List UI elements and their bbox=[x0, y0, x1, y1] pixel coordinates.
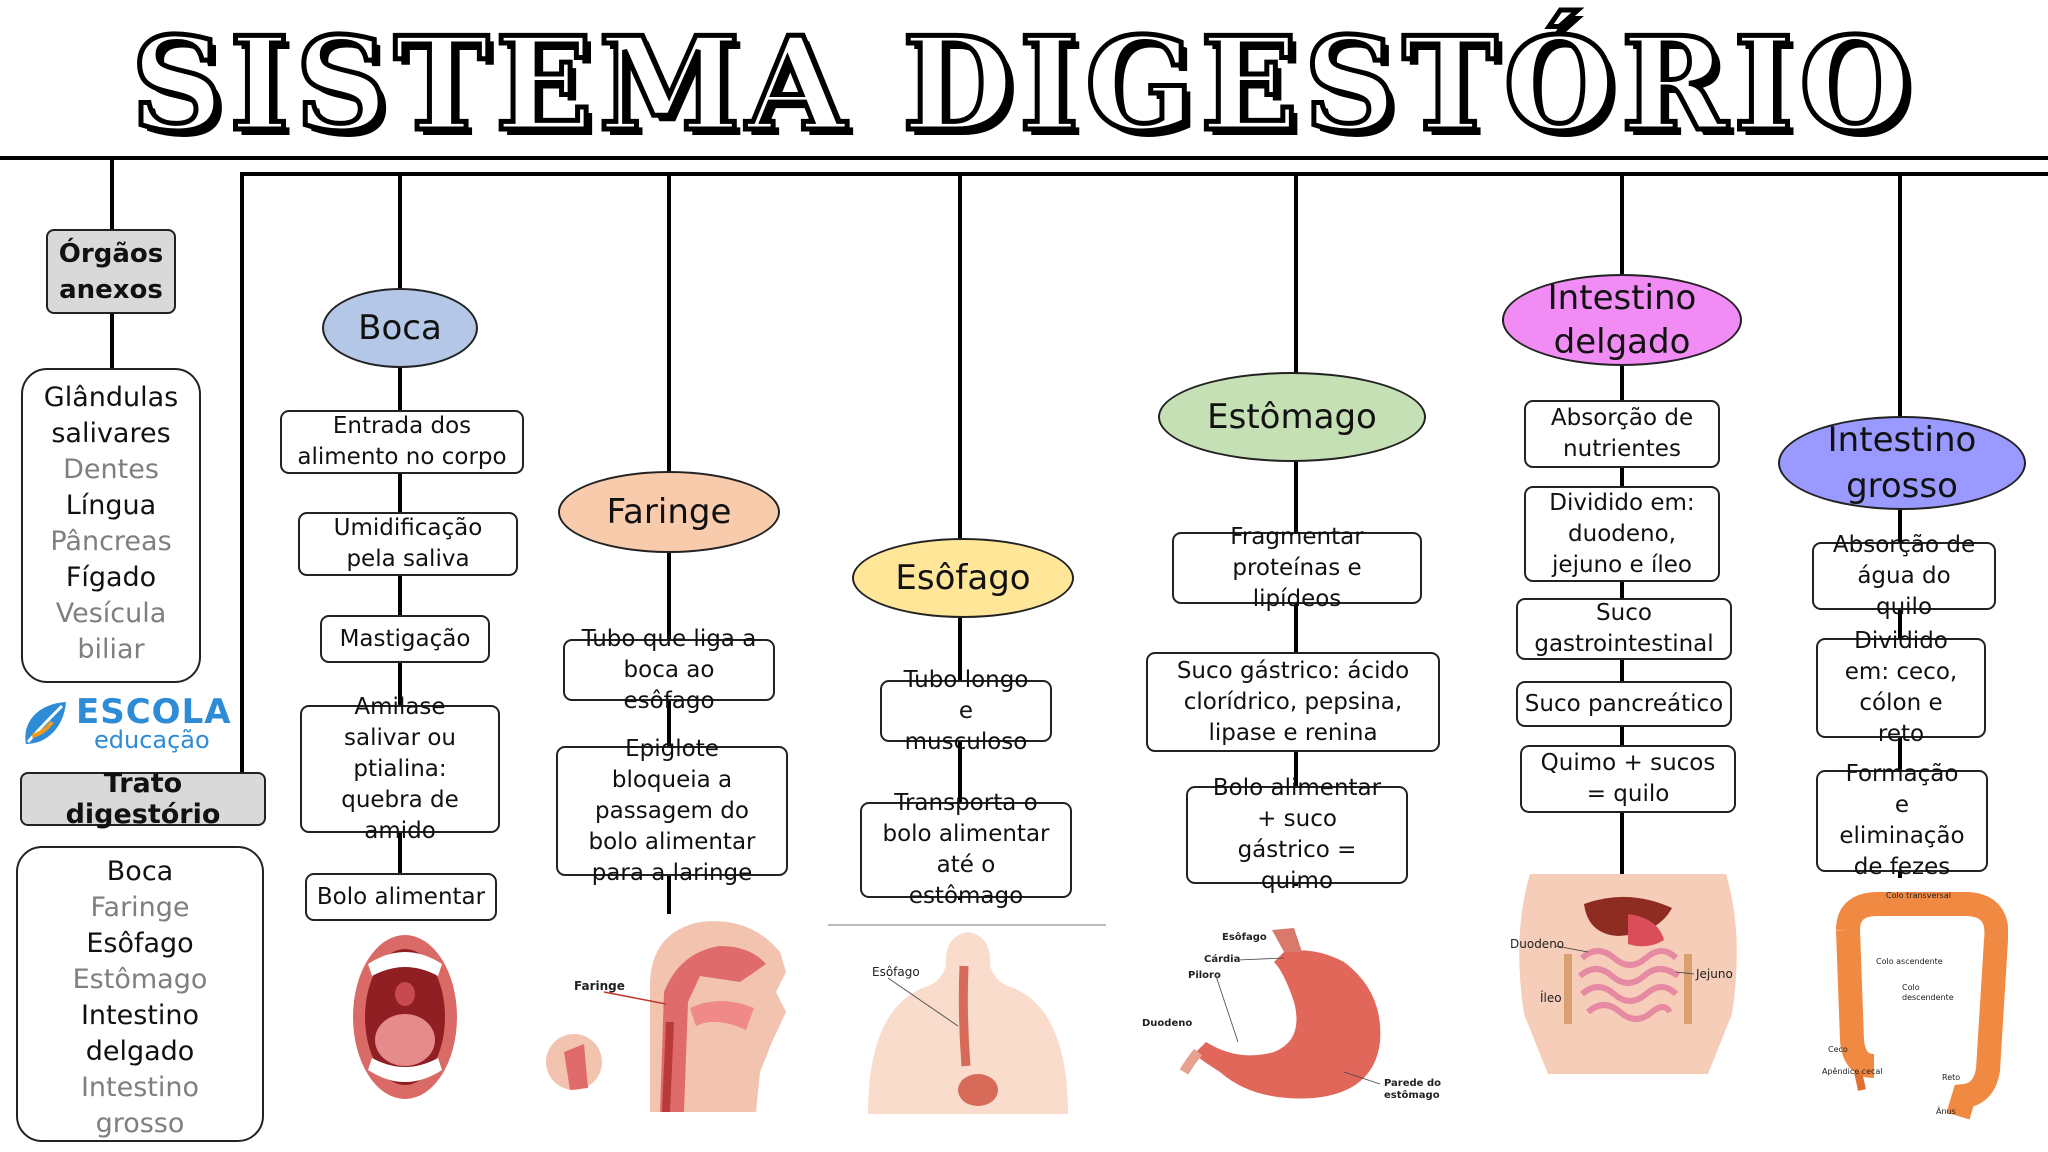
delgado-fact: Suco pancreático bbox=[1516, 681, 1732, 727]
annex-list: Glândulas salivares Dentes Língua Pâncre… bbox=[21, 368, 201, 683]
boca-fact: Mastigação bbox=[320, 615, 490, 663]
delgado-figure-label: Íleo bbox=[1540, 990, 1562, 1005]
grosso-figure-label: Colo transversal bbox=[1886, 891, 1951, 900]
estomago-fact: Fragmentar proteínas e lipídeos bbox=[1172, 524, 1422, 612]
grosso-figure-label: Apêndice cecal bbox=[1822, 1066, 1883, 1076]
estomago-node: Estômago bbox=[1158, 372, 1426, 462]
grosso-figure-label: descendente bbox=[1902, 993, 1954, 1002]
tract-item: Intestino bbox=[80, 1000, 200, 1031]
esophagus-illustration: Esôfago bbox=[828, 924, 1106, 1114]
faringe-node: Faringe bbox=[558, 471, 780, 553]
grosso-fact: Absorção de água do quilo bbox=[1812, 532, 1996, 620]
estomago-figure-label: Duodeno bbox=[1142, 1018, 1192, 1029]
tract-item: Esôfago bbox=[86, 928, 194, 959]
faringe-fact: Epiglote bloqueia a passagem do bolo ali… bbox=[556, 736, 788, 886]
annex-item: Fígado bbox=[65, 562, 157, 593]
faringe-figure-label: Faringe bbox=[574, 979, 625, 993]
boca-fact: Bolo alimentar bbox=[305, 873, 497, 921]
esofago-stem bbox=[958, 174, 962, 900]
estomago-figure-label: estômago bbox=[1384, 1089, 1440, 1101]
delgado-fact: Dividido em: duodeno, jejuno e íleo bbox=[1524, 486, 1720, 582]
stomach-illustration: Esôfago Cárdia Piloro Duodeno Parede do … bbox=[1142, 928, 1441, 1101]
tract-item: Estômago bbox=[72, 964, 208, 995]
delgado-fact: Absorção de nutrientes bbox=[1524, 400, 1720, 468]
estomago-fact: Suco gástrico: ácido clorídrico, pepsina… bbox=[1146, 652, 1440, 752]
annex-label: Órgãos anexos bbox=[46, 229, 176, 314]
estomago-figure-label: Piloro bbox=[1188, 970, 1221, 981]
delgado-figure-label: Jejuno bbox=[1695, 967, 1733, 981]
grosso-figure-label: Ceco bbox=[1828, 1045, 1848, 1054]
logo-name: ESCOLA bbox=[76, 692, 232, 732]
annex-item: Vesícula bbox=[55, 598, 167, 629]
boca-fact: Umidificação pela saliva bbox=[298, 512, 518, 576]
annex-item: salivares bbox=[51, 418, 171, 449]
boca-fact: Entrada dos alimento no corpo bbox=[280, 410, 524, 474]
estomago-figure-label: Esôfago bbox=[1222, 931, 1267, 943]
tract-connector bbox=[240, 172, 244, 778]
estomago-figure-label: Cárdia bbox=[1204, 953, 1240, 965]
logo: ESCOLA educação bbox=[18, 692, 238, 756]
esofago-node: Esôfago bbox=[852, 538, 1074, 618]
grosso-node: Intestino grosso bbox=[1778, 416, 2026, 510]
delgado-fact: Suco gastrointestinal bbox=[1516, 598, 1732, 660]
tract-list: Boca Faringe Esôfago Estômago Intestino … bbox=[16, 846, 264, 1142]
boca-fact: Amilase salivar ou ptialina: quebra de a… bbox=[300, 694, 500, 844]
grosso-figure-label: Colo bbox=[1902, 983, 1920, 992]
grosso-node-label: Intestino grosso bbox=[1827, 420, 1977, 506]
delgado-fact: Quimo + sucos = quilo bbox=[1520, 745, 1736, 813]
grosso-fact: Formação e eliminação de fezes bbox=[1816, 761, 1988, 880]
esofago-fact: Transporta o bolo alimentar até o estôma… bbox=[860, 790, 1072, 909]
tract-item: Boca bbox=[106, 856, 174, 887]
grosso-figure-label: Colo ascendente bbox=[1876, 957, 1943, 966]
annex-item: Pâncreas bbox=[50, 526, 172, 557]
annex-item: biliar bbox=[77, 634, 145, 665]
boca-node: Boca bbox=[322, 288, 478, 368]
faringe-fact: Tubo que liga a boca ao esôfago bbox=[563, 626, 775, 714]
logo-leaf-icon bbox=[25, 702, 66, 744]
annex-label-line2: anexos bbox=[59, 274, 163, 305]
estomago-fact: Bolo alimentar + suco gástrico = quimo bbox=[1186, 775, 1408, 894]
grosso-stem bbox=[1898, 174, 1902, 878]
estomago-figure-label: Parede do bbox=[1384, 1078, 1441, 1089]
esofago-fact: Tubo longo e musculoso bbox=[880, 667, 1052, 755]
annex-label-line1: Órgãos bbox=[58, 238, 164, 269]
esofago-figure-label: Esôfago bbox=[872, 965, 920, 979]
tract-item: Faringe bbox=[90, 892, 190, 923]
tract-item: grosso bbox=[95, 1108, 185, 1139]
page-title: SISTEMA DIGESTÓRIO bbox=[129, 8, 1917, 163]
tract-item: delgado bbox=[85, 1036, 195, 1067]
estomago-stem bbox=[1294, 174, 1298, 886]
header-rule bbox=[0, 156, 2048, 160]
grosso-figure-label: Reto bbox=[1942, 1073, 1960, 1082]
annex-item: Língua bbox=[65, 490, 157, 521]
delgado-node: Intestino delgado bbox=[1502, 274, 1742, 366]
grosso-fact: Dividido em: ceco, cólon e reto bbox=[1816, 628, 1986, 747]
grosso-figure-label: Ânus bbox=[1936, 1105, 1956, 1116]
delgado-node-label: Intestino delgado bbox=[1547, 278, 1697, 362]
delgado-figure-label: Duodeno bbox=[1510, 937, 1564, 951]
pharynx-illustration: Faringe bbox=[546, 921, 786, 1112]
tract-label: Trato digestório bbox=[20, 768, 266, 830]
tract-item: Intestino bbox=[80, 1072, 200, 1103]
annex-item: Glândulas bbox=[43, 382, 179, 413]
mouth-illustration bbox=[353, 935, 457, 1099]
trunk-line bbox=[240, 172, 2048, 176]
annex-item: Dentes bbox=[63, 454, 159, 485]
large-intestine-illustration: Colo transversal Colo ascendente Colo de… bbox=[1822, 891, 2008, 1120]
logo-sub: educação bbox=[94, 726, 210, 754]
small-intestine-illustration: Duodeno Íleo Jejuno bbox=[1510, 874, 1737, 1074]
